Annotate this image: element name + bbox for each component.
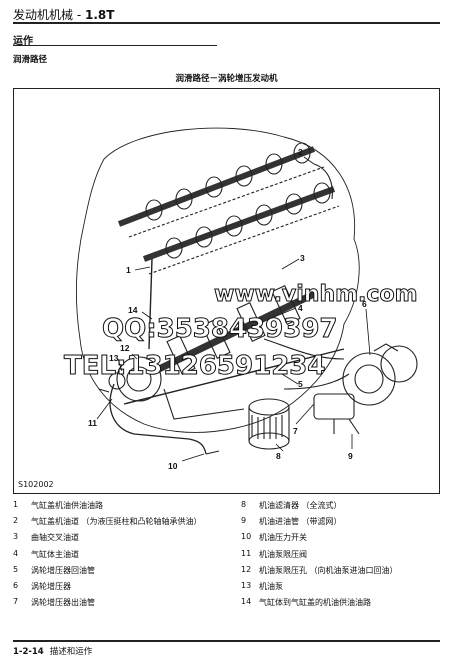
- engine-lubrication-figure: www.vinhm.com QQ:3538439397 TEL:13126591…: [13, 88, 440, 494]
- svg-text:QQ:3538439397: QQ:3538439397: [102, 314, 338, 344]
- oil-filter: [248, 398, 290, 450]
- footer-rule: [13, 640, 440, 642]
- callout-7: 7: [293, 426, 298, 436]
- callout-3: 3: [300, 253, 305, 263]
- engine-illustration: www.vinhm.com QQ:3538439397 TEL:13126591…: [64, 127, 419, 471]
- camshaft-lower: [142, 182, 336, 262]
- page-number: 1-2-14: [13, 647, 44, 657]
- callout-1: 1: [126, 265, 131, 275]
- callout-4: 4: [298, 303, 303, 313]
- subsection-label: 润滑路径: [13, 55, 48, 65]
- page-footer: 1-2-14 描述和运作: [13, 645, 92, 657]
- crankshaft: [116, 284, 316, 402]
- camshaft-upper: [117, 142, 316, 227]
- callout-10: 10: [168, 461, 178, 471]
- svg-text:TEL:13126591234: TEL:13126591234: [64, 351, 325, 381]
- watermark: www.vinhm.com QQ:3538439397 TEL:13126591…: [64, 282, 419, 382]
- page-header-title: 发动机机械 - 1.8T: [13, 8, 115, 22]
- callout-2: 2: [298, 147, 303, 157]
- callout-13: 13: [109, 353, 119, 363]
- callout-6: 6: [362, 299, 367, 309]
- callout-8: 8: [276, 451, 281, 461]
- callout-9: 9: [348, 451, 353, 461]
- callout-14: 14: [128, 305, 138, 315]
- figure-caption: 润滑路径－涡轮增压发动机: [175, 74, 278, 84]
- callout-12: 12: [120, 343, 130, 353]
- callout-5: 5: [298, 379, 303, 389]
- callout-11: 11: [88, 418, 97, 428]
- section-label: 运作: [13, 36, 33, 47]
- svg-text:www.vinhm.com: www.vinhm.com: [214, 282, 418, 307]
- header-rule: [13, 22, 440, 24]
- section-rule: [13, 45, 217, 46]
- figure-code: S102002: [18, 480, 54, 489]
- footer-title: 描述和运作: [49, 647, 93, 657]
- turbocharger: [313, 343, 418, 435]
